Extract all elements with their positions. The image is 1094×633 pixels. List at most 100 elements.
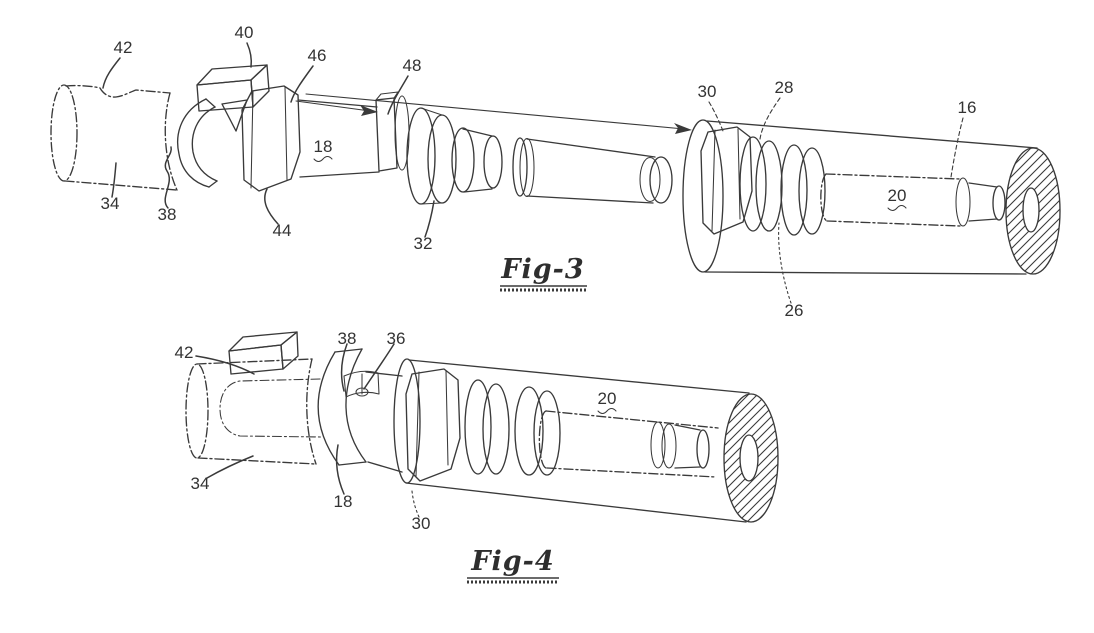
shaft-20-edges [825,173,961,227]
hex-collar-44-outline [241,85,301,192]
fig3-caption-text: Fig-3 [500,254,584,285]
fig4-shaft-20 [538,410,719,478]
hex-collar-44-facets [250,86,288,189]
fig4-caption: Fig-4 [467,546,559,584]
shaft-20-left-arc [538,410,548,469]
fig4-block-42 [228,331,299,375]
fig4-ref-38: 38 [338,329,357,348]
sleeve-end-ellipse [649,156,673,204]
nut-30-facets [415,370,449,478]
sleeve-left-rim1 [512,137,528,197]
fig4-ref-20: 20 [598,389,617,408]
leader-48 [387,75,409,115]
figure-4: 42 38 36 34 18 30 20 Fig-4 [175,329,779,584]
fig4-ref-18: 18 [334,492,353,511]
fig3-ref-42: 42 [114,38,133,57]
fig3-ref-34: 34 [101,194,120,213]
block-42-front-face [228,344,284,375]
ring-26-disc2 [798,147,826,235]
fig3-ref-30: 30 [698,82,717,101]
leader-30 [411,490,420,518]
shaft-tip-edges [674,424,701,469]
tilde-under-20 [597,407,617,415]
long-arrow-head [674,123,692,134]
collar-48-band [375,97,398,172]
shaft-tip-edges [968,182,998,222]
fig3-ref-28: 28 [775,78,794,97]
fig4-reference-labels: 42 38 36 34 18 30 20 [175,329,617,533]
washer-disc2 [482,383,510,475]
fig3-reference-labels: 42 40 46 48 34 38 44 32 18 30 28 16 20 [101,23,977,320]
shaft-20-rim [955,177,971,227]
nut-30-outline [405,368,461,482]
leader-42 [102,57,121,89]
housing-end-hole [739,434,759,482]
shaft-rim2 [661,423,677,469]
rod-18-to-housing [365,371,403,473]
leader-38 [340,343,348,392]
cable-bottom-edge [64,180,178,191]
washer-28-disc1 [739,136,767,232]
cable-break-curve [306,358,317,465]
leader-46 [290,65,314,103]
cable-top-edge [196,358,313,365]
leader-36 [363,343,395,390]
arm-left-edge [317,351,340,466]
fig3-rod-18 [297,91,503,205]
washer-32-joins [420,107,443,205]
washer-disc3 [514,386,544,476]
washer-disc4 [533,390,561,476]
fig3-ref-48: 48 [403,56,422,75]
clamp-arm-outer [177,98,210,188]
leader-40 [246,42,253,68]
tip-shoulder-ellipse [451,127,475,193]
leader-42 [195,355,255,375]
washer-disc1 [464,379,492,475]
arm-end-joins [334,348,367,466]
fig4-ref-42: 42 [175,343,194,362]
fig3-ref-18: 18 [314,137,333,156]
fig3-ref-32: 32 [414,234,433,253]
short-arrow-head [360,105,378,116]
ring-26-disc1 [780,144,808,236]
sleeve-edges [526,138,656,204]
shaft-rim1 [650,421,666,469]
short-arrow-line [295,100,371,112]
fig4-clamp-arm [317,348,403,473]
fig3-nut-30 [700,126,753,235]
cable-top-edge-with-notch [65,84,171,98]
tip-end-ellipse [483,135,503,189]
leader-30 [708,101,724,132]
tip-cylinder-edges [462,128,493,193]
pin-36-foot [355,387,369,397]
shaft-20-left-arc [820,173,828,222]
figure-3: 42 40 46 48 34 38 44 32 18 30 28 16 20 [50,23,1061,320]
fig3-clamp-assembly [177,64,301,192]
fig3-direction-arrows [295,93,692,134]
leader-44 [264,188,279,225]
leader-34 [111,162,117,198]
leader-34 [206,455,254,479]
fig3-ref-16: 16 [958,98,977,117]
shaft-tip-end [696,429,710,469]
fig3-ref-26: 26 [785,301,804,320]
collar-48-bevel [375,91,399,101]
fig3-ref-20: 20 [888,186,907,205]
sleeve-right-rim [639,156,661,203]
washer-28-disc2 [755,140,783,232]
fig3-shaft-20 [820,173,1006,227]
fig3-housing-16 [682,119,1061,275]
cable-bottom-edge [197,457,317,465]
cable-inner-slot [219,378,323,438]
block-42-top-face [228,331,298,352]
leader-16 [950,117,964,178]
leader-28 [759,97,781,140]
fig4-housing [393,358,779,523]
arm-right-edge [345,348,367,463]
long-arrow-line [305,93,685,130]
shaft-tip-end [992,185,1006,221]
fig4-cable-34 [185,358,323,465]
clamp-arm-inner [191,106,218,182]
tilde-under-18 [313,155,333,163]
